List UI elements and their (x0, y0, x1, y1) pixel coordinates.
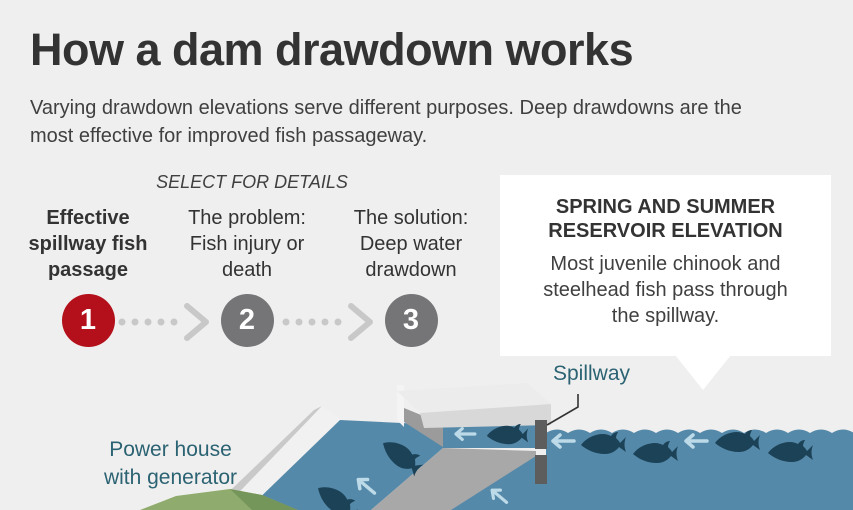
cap-shadow-face (404, 408, 443, 447)
spillway-gate-icon (535, 420, 547, 449)
step-3-button[interactable]: 3 (384, 294, 438, 347)
spillway-wall (210, 406, 322, 510)
reservoir-elevation-callout: SPRING AND SUMMER RESERVOIR ELEVATION Mo… (500, 175, 831, 356)
callout-pointer (675, 355, 731, 390)
spillway-wall (222, 406, 341, 510)
spillway-gate-icon (535, 455, 547, 484)
callout-body: Most juvenile chinook and steelhead fish… (543, 253, 788, 327)
step-1-effective-spillway[interactable]: Effective spillway fish passage 1 (12, 205, 164, 347)
step-3-label: The solution: Deep water drawdown (353, 207, 469, 281)
subtitle-line: most effective for improved fish passage… (30, 125, 428, 147)
page-subtitle: Varying drawdown elevations serve differ… (30, 94, 825, 150)
step-3-number: 3 (402, 304, 420, 336)
grass-bank-shade (230, 489, 298, 510)
step-2-number: 2 (238, 304, 256, 336)
dam-slope (371, 448, 536, 510)
gatehouse-front (420, 404, 551, 428)
spillway-chute-water (247, 420, 443, 510)
step-2-label: The problem: Fish injury or death (188, 207, 306, 281)
subtitle-line: Varying drawdown elevations serve differ… (30, 97, 742, 119)
gatehouse-top (397, 383, 551, 413)
step-3-solution[interactable]: The solution: Deep water drawdown 3 (335, 205, 487, 347)
step-2-button[interactable]: 2 (220, 294, 274, 347)
callout-title: SPRING AND SUMMER RESERVOIR ELEVATION (548, 196, 783, 242)
spillway-connector-line (546, 394, 579, 426)
step-2-problem[interactable]: The problem: Fish injury or death 2 (171, 205, 323, 347)
select-for-details-label: SELECT FOR DETAILS (156, 172, 348, 192)
spillway-label: Spillway (552, 362, 631, 385)
step-1-number: 1 (79, 304, 97, 336)
power-house-label: Power house with generator (103, 438, 238, 489)
gate-outflow-water (451, 456, 547, 510)
step-1-label: Effective spillway fish passage (28, 207, 148, 281)
page-title: How a dam drawdown works (30, 24, 634, 75)
step-1-button[interactable]: 1 (61, 294, 115, 347)
